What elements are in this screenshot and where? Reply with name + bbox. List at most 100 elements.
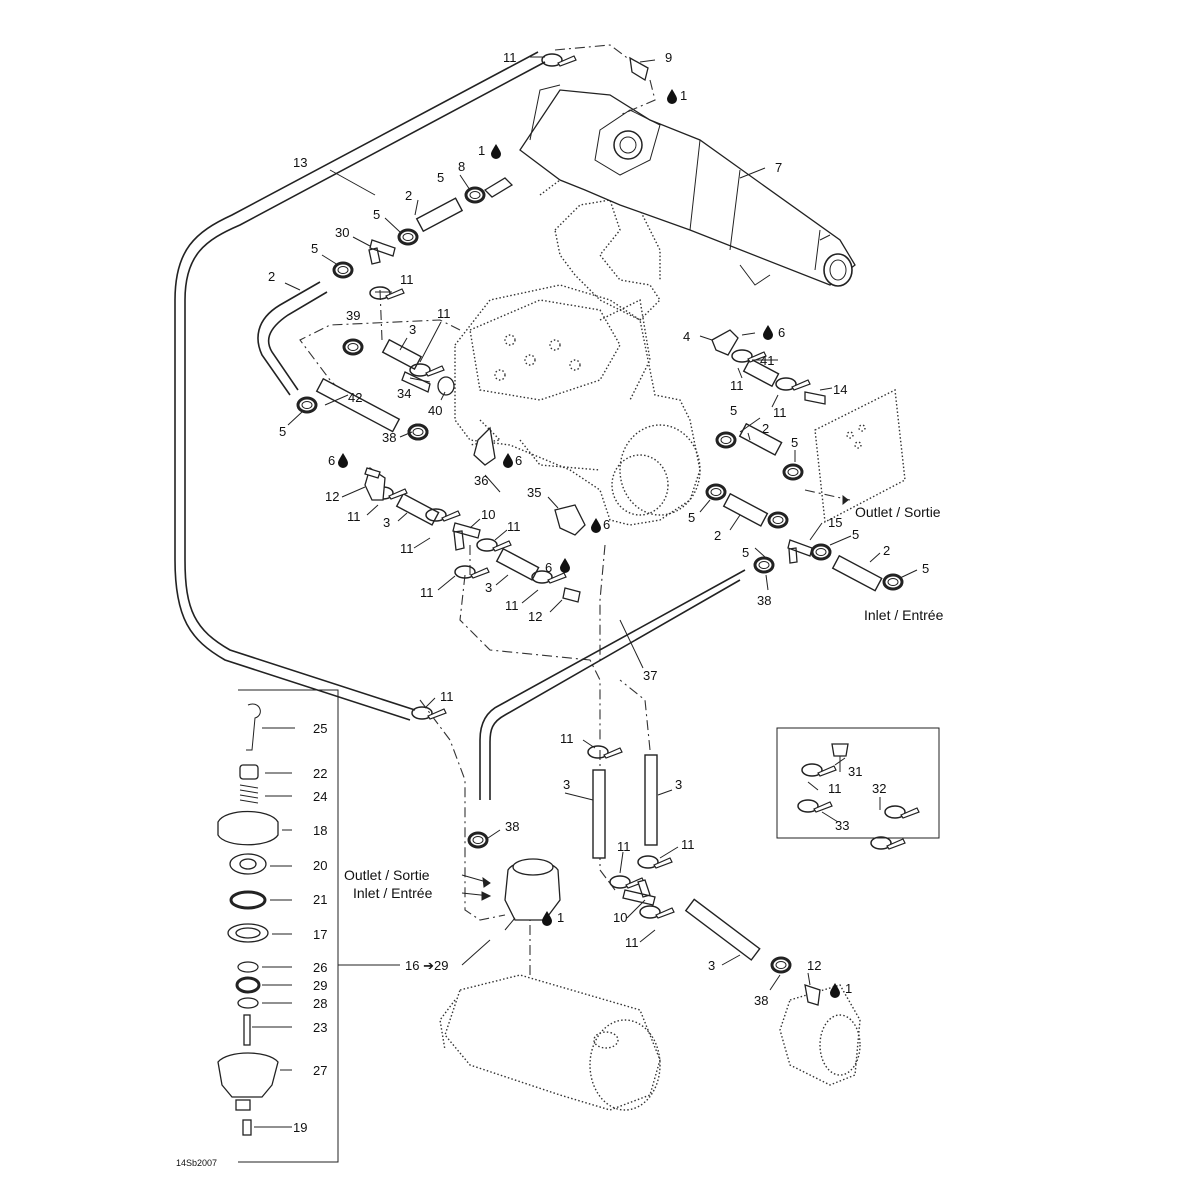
callout-inlet-right: Inlet / Entrée <box>864 607 944 623</box>
callout-32: 32 <box>872 781 886 796</box>
callout-11: 11 <box>400 272 414 287</box>
callout-30: 30 <box>335 225 349 240</box>
straight-hoses <box>315 197 883 961</box>
callout-39: 39 <box>346 308 360 323</box>
callout-38: 38 <box>505 819 519 834</box>
callout-41: 41 <box>760 353 774 368</box>
callout-31: 31 <box>848 764 862 779</box>
callout-11: 11 <box>773 405 787 420</box>
callout-11: 11 <box>625 935 639 950</box>
callout-14: 14 <box>833 382 847 397</box>
callout-5: 5 <box>279 424 286 439</box>
hose-37-inner <box>489 579 741 800</box>
callout-5: 5 <box>373 207 380 222</box>
callout-38: 38 <box>757 593 771 608</box>
hose-2-left-inner <box>267 291 328 391</box>
callout-1: 1 <box>845 981 852 996</box>
callout-25: 25 <box>313 721 327 736</box>
part-callouts: 11 9 1 13 1 7 8 5 2 5 30 5 2 11 39 3 11 … <box>176 50 944 1168</box>
callout-12: 12 <box>325 489 339 504</box>
flow-arrows <box>461 494 849 901</box>
callout-inlet-left: Inlet / Entrée <box>353 885 433 901</box>
callout-23: 23 <box>313 1020 327 1035</box>
callout-11: 11 <box>505 598 519 613</box>
callout-5: 5 <box>742 545 749 560</box>
callout-2: 2 <box>714 528 721 543</box>
callout-3: 3 <box>675 777 682 792</box>
callout-2: 2 <box>268 269 275 284</box>
callout-15: 15 <box>828 515 842 530</box>
callout-27: 27 <box>313 1063 327 1078</box>
callout-38: 38 <box>754 993 768 1008</box>
callout-10: 10 <box>481 507 495 522</box>
callout-5: 5 <box>311 241 318 256</box>
callout-11: 11 <box>560 731 574 746</box>
callout-11: 11 <box>437 306 451 321</box>
callout-28: 28 <box>313 996 327 1011</box>
callout-11: 11 <box>503 50 517 65</box>
hose-2-left <box>257 281 321 396</box>
exhaust-pipe <box>519 84 856 287</box>
callout-26: 26 <box>313 960 327 975</box>
callout-3: 3 <box>485 580 492 595</box>
callout-42: 42 <box>348 390 362 405</box>
callout-22: 22 <box>313 766 327 781</box>
callout-36: 36 <box>474 473 488 488</box>
callout-5: 5 <box>791 435 798 450</box>
callout-18: 18 <box>313 823 327 838</box>
hardware-inset <box>776 727 940 839</box>
hull-panel-ghost <box>814 388 906 524</box>
callout-38: 38 <box>382 430 396 445</box>
callout-2: 2 <box>762 421 769 436</box>
callout-11: 11 <box>420 585 434 600</box>
callout-16-29: 16 ➔29 <box>405 958 448 973</box>
callout-21: 21 <box>313 892 327 907</box>
callout-6: 6 <box>778 325 785 340</box>
callout-3: 3 <box>708 958 715 973</box>
hose-13 <box>184 61 546 711</box>
callout-1: 1 <box>478 143 485 158</box>
callout-1: 1 <box>557 910 564 925</box>
callout-29: 29 <box>313 978 327 993</box>
callout-6: 6 <box>545 560 552 575</box>
callout-35: 35 <box>527 485 541 500</box>
callout-5: 5 <box>437 170 444 185</box>
callout-11: 11 <box>828 781 842 796</box>
callout-6: 6 <box>328 453 335 468</box>
callout-11: 11 <box>617 839 631 854</box>
callout-outlet-right: Outlet / Sortie <box>855 504 941 520</box>
callout-5: 5 <box>730 403 737 418</box>
callout-12: 12 <box>528 609 542 624</box>
callout-7: 7 <box>775 160 782 175</box>
callout-24: 24 <box>313 789 327 804</box>
callout-3: 3 <box>383 515 390 530</box>
callout-9: 9 <box>665 50 672 65</box>
callout-6: 6 <box>515 453 522 468</box>
callout-40: 40 <box>428 403 442 418</box>
callout-12: 12 <box>807 958 821 973</box>
check-valve-assembly <box>217 689 400 1163</box>
callout-11: 11 <box>507 519 521 534</box>
callout-3: 3 <box>409 322 416 337</box>
callout-11: 11 <box>730 378 744 393</box>
callout-11: 11 <box>347 509 361 524</box>
callout-2: 2 <box>405 188 412 203</box>
callout-6: 6 <box>603 517 610 532</box>
callout-17: 17 <box>313 927 327 942</box>
callout-3: 3 <box>563 777 570 792</box>
callout-outlet-left: Outlet / Sortie <box>344 867 430 883</box>
callout-33: 33 <box>835 818 849 833</box>
hose-13-inner <box>174 51 539 721</box>
callout-37: 37 <box>643 668 657 683</box>
leader-lines <box>252 56 918 1128</box>
water-box-muffler-ghost <box>439 974 661 1111</box>
callout-10: 10 <box>613 910 627 925</box>
callout-5: 5 <box>852 527 859 542</box>
fittings <box>364 56 826 1006</box>
callout-2: 2 <box>883 543 890 558</box>
callout-5: 5 <box>688 510 695 525</box>
hose-37 <box>479 569 746 800</box>
callout-11: 11 <box>681 837 695 852</box>
callout-20: 20 <box>313 858 327 873</box>
